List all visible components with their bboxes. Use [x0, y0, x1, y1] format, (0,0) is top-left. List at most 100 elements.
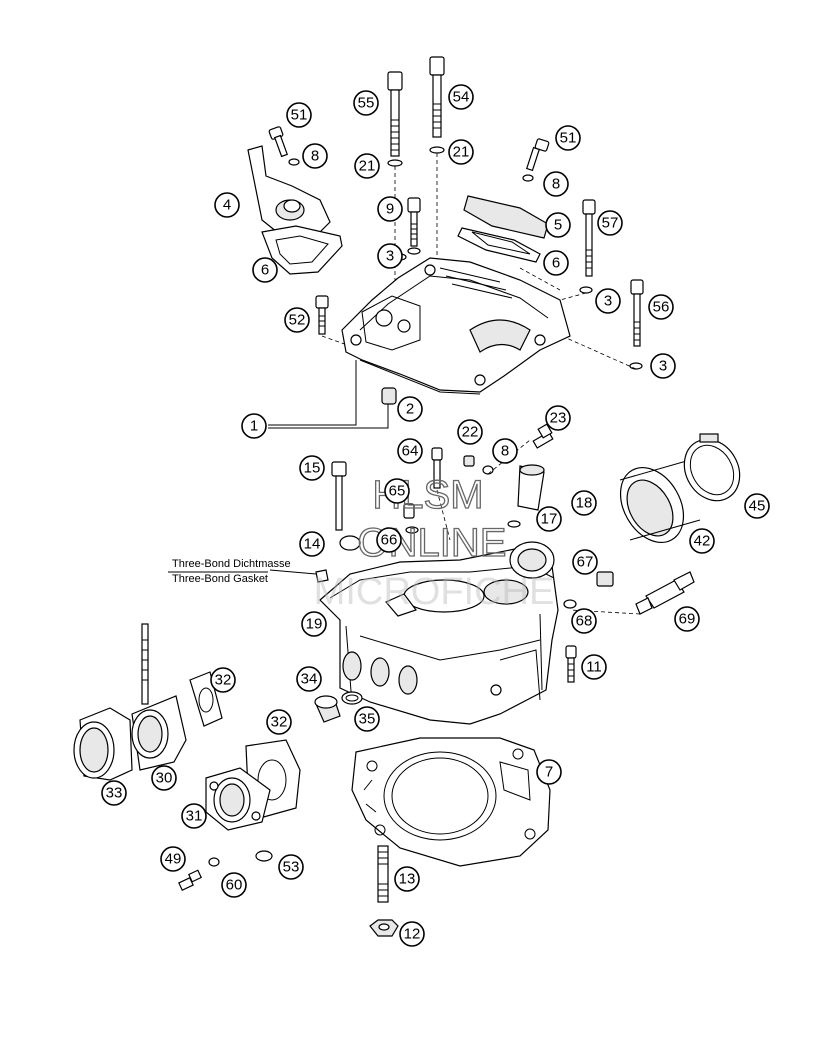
fitting-65: [403, 503, 415, 519]
label-21: 21: [448, 139, 474, 165]
svg-text:8: 8: [311, 148, 319, 165]
label-52: 52: [284, 307, 310, 333]
bolt-15: [331, 461, 347, 531]
svg-text:68: 68: [576, 613, 593, 630]
svg-text:53: 53: [283, 859, 300, 876]
svg-text:13: 13: [399, 871, 416, 888]
label-42: 42: [689, 528, 715, 554]
svg-text:33: 33: [106, 785, 123, 802]
svg-text:56: 56: [653, 299, 670, 316]
watermark-line3: MICROFICHE: [314, 571, 555, 613]
svg-text:4: 4: [223, 197, 231, 214]
sealant-note-en: Three-Bond Gasket: [172, 573, 268, 585]
svg-text:2: 2: [406, 401, 414, 418]
svg-text:42: 42: [694, 533, 711, 550]
svg-text:67: 67: [577, 554, 594, 571]
cylinder-head: [319, 541, 559, 725]
label-1: 1: [241, 413, 267, 439]
screw-22: [463, 455, 475, 467]
label-3: 3: [595, 288, 621, 314]
bolt-51-right: [525, 138, 550, 172]
svg-text:30: 30: [156, 770, 173, 787]
bolt-54: [429, 56, 445, 138]
svg-text:11: 11: [586, 659, 602, 676]
head-gasket-7: [351, 737, 551, 867]
svg-text:45: 45: [749, 498, 766, 515]
label-54: 54: [448, 84, 474, 110]
svg-text:49: 49: [165, 851, 182, 868]
gasket-32-upper: [189, 671, 223, 727]
washer-8-right: [522, 174, 534, 182]
label-65: 65: [384, 478, 410, 504]
label-5: 5: [545, 212, 571, 238]
svg-text:69: 69: [679, 611, 696, 628]
label-35: 35: [354, 706, 380, 732]
label-31: 31: [181, 803, 207, 829]
svg-text:34: 34: [301, 671, 318, 688]
label-7: 7: [536, 759, 562, 785]
svg-text:35: 35: [359, 711, 376, 728]
hose-clamp-45: [683, 433, 741, 502]
label-34: 34: [296, 666, 322, 692]
label-14: 14: [299, 531, 325, 557]
label-9: 9: [377, 196, 403, 222]
label-23: 23: [545, 405, 571, 431]
oring-17: [507, 520, 521, 528]
intake-boot-42: [619, 459, 701, 543]
label-21: 21: [354, 153, 380, 179]
svg-text:19: 19: [306, 616, 323, 633]
label-56: 56: [648, 294, 674, 320]
label-68: 68: [571, 608, 597, 634]
label-8: 8: [492, 438, 518, 464]
svg-text:22: 22: [462, 424, 479, 441]
svg-text:3: 3: [659, 358, 667, 375]
label-30: 30: [151, 765, 177, 791]
label-4: 4: [214, 192, 240, 218]
svg-text:8: 8: [552, 176, 560, 193]
label-64: 64: [397, 438, 423, 464]
svg-text:21: 21: [453, 144, 470, 161]
washer-3-right: [629, 362, 643, 370]
svg-text:65: 65: [389, 483, 406, 500]
label-51: 51: [286, 102, 312, 128]
svg-text:14: 14: [304, 536, 321, 553]
svg-text:60: 60: [226, 877, 243, 894]
label-6: 6: [252, 257, 278, 283]
svg-text:52: 52: [289, 312, 306, 329]
label-19: 19: [301, 611, 327, 637]
callouts: 55 54 51 51 8 8 8 21 21 4 9 5 57 3 3 3 6…: [101, 84, 770, 947]
svg-text:3: 3: [386, 248, 394, 265]
svg-text:32: 32: [215, 672, 232, 689]
washer-8-sensor: [482, 465, 494, 475]
bolt-57: [582, 199, 596, 277]
thermostat-cover-4: [247, 145, 331, 241]
bolt-51-left: [268, 126, 289, 158]
svg-text:54: 54: [453, 89, 470, 106]
washer-8-left: [288, 158, 300, 166]
nut-12: [369, 919, 399, 937]
label-55: 55: [353, 90, 379, 116]
screw-49: [178, 869, 203, 891]
sensor-69: [635, 571, 695, 615]
svg-text:51: 51: [291, 107, 308, 124]
washer-14: [339, 535, 361, 551]
svg-text:57: 57: [602, 215, 619, 232]
label-45: 45: [744, 493, 770, 519]
sensor-23: [532, 423, 554, 449]
svg-text:9: 9: [386, 201, 394, 218]
label-66: 66: [376, 527, 402, 553]
svg-text:64: 64: [402, 443, 419, 460]
plug-67: [596, 571, 614, 587]
svg-text:23: 23: [550, 410, 567, 427]
label-32: 32: [266, 709, 292, 735]
svg-text:66: 66: [381, 532, 398, 549]
label-17: 17: [536, 506, 562, 532]
label-2: 2: [397, 396, 423, 422]
svg-text:15: 15: [304, 460, 321, 477]
label-3: 3: [650, 353, 676, 379]
note-leader: [269, 569, 317, 575]
washer-21-right: [429, 146, 445, 154]
intake-flange-30: [131, 623, 187, 771]
washer-66: [405, 526, 419, 534]
svg-text:18: 18: [576, 495, 593, 512]
